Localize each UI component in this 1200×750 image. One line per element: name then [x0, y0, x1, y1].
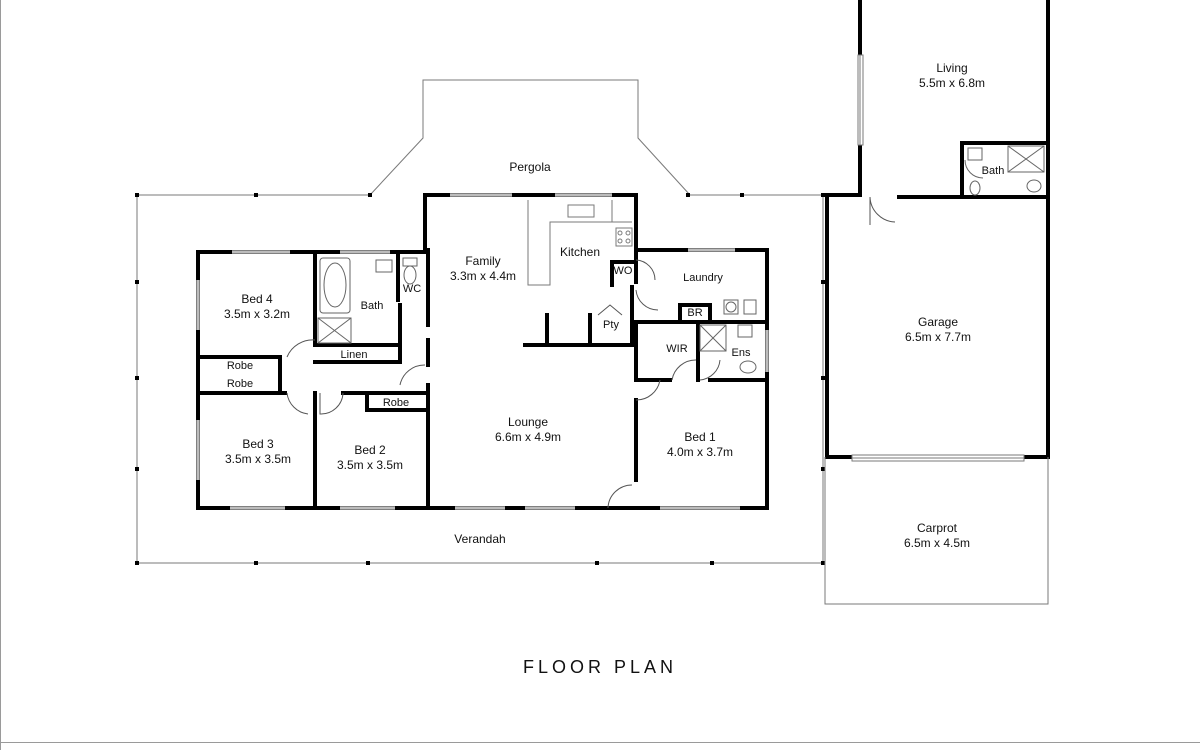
room-bed4-name: Bed 4: [241, 292, 273, 306]
room-lounge-size: 6.6m x 4.9m: [494, 430, 562, 444]
room-bed2-name: Bed 2: [354, 443, 386, 457]
frame-left-edge: [0, 0, 1, 750]
house-walls: [196, 193, 769, 510]
room-wo: WO: [614, 265, 633, 278]
room-pergola: Pergola: [509, 160, 550, 175]
room-bath2: Bath: [982, 165, 1005, 178]
room-kitchen-name: Kitchen: [559, 245, 601, 259]
room-wir: WIR: [666, 343, 687, 356]
room-wc-name: WC: [402, 283, 422, 295]
room-verandah: Verandah: [454, 532, 505, 547]
room-family-name: Family: [465, 254, 501, 268]
room-robe3-name: Robe: [382, 397, 410, 409]
room-br: BR: [687, 307, 702, 320]
room-pty-name: Pty: [603, 319, 619, 331]
room-bed3: Bed 3 3.5m x 3.5m: [225, 437, 291, 467]
bath2-fixtures: [964, 145, 1045, 196]
room-bed3-size: 3.5m x 3.5m: [224, 452, 292, 466]
room-kitchen: Kitchen: [560, 245, 600, 260]
room-lounge-name: Lounge: [507, 415, 549, 429]
plan-title: FLOOR PLAN: [522, 657, 678, 677]
frame-bottom-edge: [0, 742, 1200, 743]
room-carport-size: 6.5m x 4.5m: [903, 536, 971, 550]
room-bed1-name: Bed 1: [684, 430, 716, 444]
kitchen-bench: [527, 200, 633, 286]
room-bath: Bath: [361, 300, 384, 313]
room-robe2-name: Robe: [226, 378, 254, 390]
room-living-name: Living: [936, 61, 968, 75]
room-robe1: Robe: [227, 360, 253, 373]
room-family: Family 3.3m x 4.4m: [450, 254, 516, 284]
room-bed4-size: 3.5m x 3.2m: [223, 307, 291, 321]
room-robe3: Robe: [383, 397, 409, 410]
pergola-outline: [369, 79, 691, 196]
room-ens-name: Ens: [731, 347, 751, 359]
room-linen-name: Linen: [340, 349, 368, 361]
room-ens: Ens: [732, 347, 751, 360]
carport-outline: [824, 457, 1049, 605]
house-doors: [286, 259, 721, 509]
bath-fixtures: [317, 257, 757, 374]
garage-door: [851, 454, 1025, 462]
room-laundry-name: Laundry: [683, 272, 723, 284]
room-pergola-name: Pergola: [509, 160, 551, 174]
garage-doors: [869, 196, 896, 225]
room-bed2-size: 3.5m x 3.5m: [336, 458, 404, 472]
garage-living-walls: [825, 0, 1050, 459]
room-wir-name: WIR: [666, 343, 688, 355]
room-garage: Garage 6.5m x 7.7m: [905, 315, 971, 345]
room-bath2-name: Bath: [981, 165, 1005, 177]
room-wo-name: WO: [613, 265, 633, 277]
room-bed1-size: 4.0m x 3.7m: [666, 445, 734, 459]
room-living-size: 5.5m x 6.8m: [918, 76, 986, 90]
house-window-glass: [197, 194, 768, 509]
room-bed2: Bed 2 3.5m x 3.5m: [337, 443, 403, 473]
room-robe2: Robe: [227, 378, 253, 391]
verandah-outline: [136, 194, 824, 564]
room-wc: WC: [403, 283, 421, 296]
room-robe1-name: Robe: [226, 360, 254, 372]
room-carport: Carprot 6.5m x 4.5m: [904, 521, 970, 551]
room-family-size: 3.3m x 4.4m: [449, 269, 517, 283]
room-bed1: Bed 1 4.0m x 3.7m: [667, 430, 733, 460]
room-linen: Linen: [341, 349, 368, 362]
verandah-posts: [135, 193, 825, 565]
room-laundry: Laundry: [683, 272, 723, 285]
room-br-name: BR: [687, 307, 703, 319]
room-pty: Pty: [603, 319, 619, 332]
room-garage-size: 6.5m x 7.7m: [904, 330, 972, 344]
room-lounge: Lounge 6.6m x 4.9m: [495, 415, 561, 445]
room-living: Living 5.5m x 6.8m: [919, 61, 985, 91]
room-carport-name: Carprot: [916, 521, 957, 535]
room-bath-name: Bath: [360, 300, 384, 312]
room-garage-name: Garage: [917, 315, 959, 329]
living-window: [857, 54, 864, 146]
room-verandah-name: Verandah: [454, 532, 506, 546]
room-bed4: Bed 4 3.5m x 3.2m: [224, 292, 290, 322]
room-bed3-name: Bed 3: [242, 437, 274, 451]
